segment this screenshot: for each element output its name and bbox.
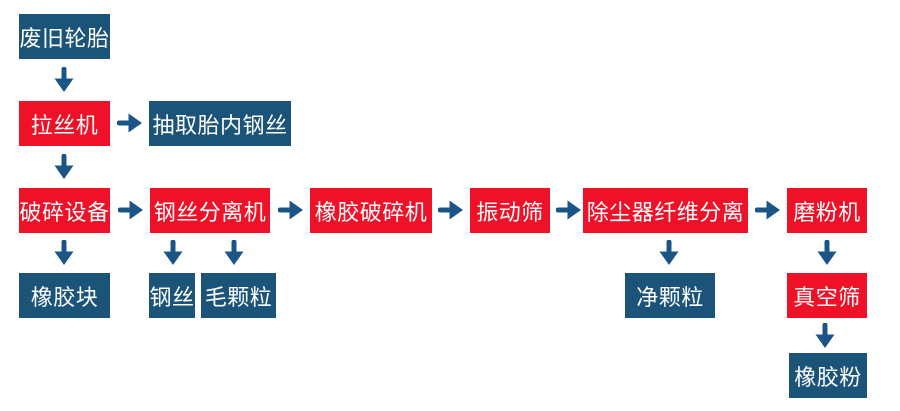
arrow-down-icon (657, 240, 681, 266)
flow-node-label: 橡胶块 (30, 284, 99, 310)
flow-node-crushing-equipment: 破碎设备 (19, 188, 110, 233)
flow-node-label: 振动筛 (476, 199, 544, 225)
flow-node-vacuum-screen: 真空筛 (787, 273, 867, 318)
flow-node-label: 废旧轮胎 (19, 25, 110, 51)
flow-node-label: 磨粉机 (793, 199, 861, 225)
flow-node-waste-tires: 废旧轮胎 (19, 14, 110, 59)
flow-node-steel-wire: 钢丝 (149, 273, 195, 318)
flow-node-rough-granules: 毛颗粒 (201, 273, 276, 318)
arrow-down-icon (815, 240, 839, 266)
arrow-down-icon (813, 323, 837, 349)
flow-node-label: 除尘器纤维分离 (586, 199, 745, 225)
flow-node-rubber-blocks: 橡胶块 (19, 273, 110, 318)
flow-node-label: 钢丝分离机 (153, 199, 267, 225)
flow-node-wire-drawing-machine: 拉丝机 (19, 101, 110, 146)
flow-node-label: 破碎设备 (19, 199, 110, 225)
arrow-down-icon (52, 240, 76, 266)
arrow-down-icon (222, 240, 246, 266)
arrow-down-icon (52, 154, 76, 180)
arrow-down-icon (161, 240, 185, 266)
flow-node-extract-tire-steel-wire: 抽取胎内钢丝 (149, 101, 291, 146)
flow-node-label: 真空筛 (793, 284, 861, 310)
flow-node-label: 橡胶破碎机 (314, 199, 428, 225)
flow-node-dust-fiber-separation: 除尘器纤维分离 (583, 188, 748, 233)
flow-node-grinding-machine: 磨粉机 (787, 188, 867, 233)
flow-node-label: 拉丝机 (30, 112, 99, 138)
arrow-right-icon (556, 198, 582, 222)
arrow-right-icon (755, 198, 781, 222)
flow-node-label: 净颗粒 (636, 284, 704, 310)
flow-node-steel-wire-separator: 钢丝分离机 (150, 188, 270, 233)
flow-node-rubber-powder: 橡胶粉 (789, 353, 867, 398)
arrow-down-icon (52, 67, 76, 93)
arrow-right-icon (117, 111, 143, 135)
arrow-right-icon (118, 198, 144, 222)
arrow-right-icon (438, 198, 464, 222)
flow-node-label: 抽取胎内钢丝 (152, 112, 288, 138)
flow-node-label: 橡胶粉 (794, 364, 862, 390)
flow-node-label: 钢丝 (149, 284, 195, 310)
arrow-right-icon (278, 198, 304, 222)
flow-node-clean-granules: 净颗粒 (625, 273, 715, 318)
flow-node-vibrating-screen: 振动筛 (470, 188, 550, 233)
flow-node-rubber-crusher: 橡胶破碎机 (310, 188, 432, 233)
flow-node-label: 毛颗粒 (204, 284, 273, 310)
